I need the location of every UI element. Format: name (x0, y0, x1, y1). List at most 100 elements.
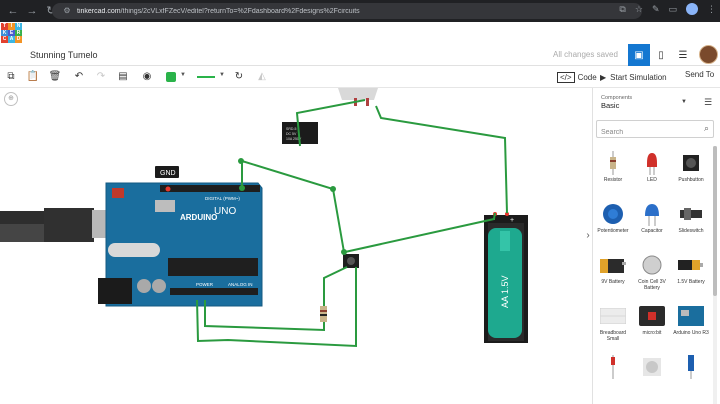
gnd-pin-highlight[interactable] (165, 186, 171, 192)
component-pushbutton[interactable]: Pushbutton (672, 148, 710, 196)
component-label: Slideswitch (678, 228, 704, 234)
resistor-icon (600, 150, 626, 176)
wire[interactable] (344, 212, 496, 253)
address-bar[interactable]: ⚙ tinkercad.com/things/2cVLxfFZecV/edite… (52, 3, 642, 19)
browser-actions: ⧉ ☆ ✎ ▭ ⋮ (619, 3, 716, 15)
component-partial[interactable] (672, 352, 710, 400)
play-icon: ▶ (600, 72, 607, 82)
component-part-icon (639, 354, 665, 380)
list-view-icon[interactable]: ☰ (704, 97, 713, 107)
component-coin-cell[interactable]: Coin Cell 3V Battery (633, 250, 671, 298)
components-dropdown[interactable]: Basic (601, 101, 620, 110)
wire[interactable] (241, 159, 345, 253)
top-component[interactable] (338, 88, 378, 100)
copy-icon[interactable]: ⧉ (7, 71, 15, 82)
circuit-drawing[interactable]: ARDUINO UNO DIGITAL (PWM~) POWER ANALOG … (0, 88, 592, 404)
circuit-view-icon: ▣ (634, 49, 644, 61)
component-led[interactable]: LED (633, 148, 671, 196)
search-icon[interactable]: ⌕ (703, 123, 709, 133)
component-breadboard[interactable]: Breadboard Small (594, 301, 632, 349)
relay[interactable] (282, 122, 318, 144)
visibility-icon[interactable]: ◉ (142, 71, 152, 82)
kebab-menu-icon[interactable]: ⋮ (707, 3, 716, 14)
wire[interactable] (323, 266, 348, 306)
chevron-down-icon[interactable]: ▼ (681, 99, 687, 105)
aa-battery-icon (678, 252, 704, 278)
component-label: Coin Cell 3V Battery (638, 279, 666, 291)
circuit-view-button[interactable]: ▣ (628, 44, 650, 66)
redo-icon[interactable]: ↷ (96, 71, 106, 82)
paste-icon[interactable]: 📋 (26, 71, 40, 82)
extension-icon[interactable]: ✎ (651, 3, 660, 14)
delete-icon[interactable]: 🗑 (48, 71, 62, 82)
reset-button[interactable] (112, 188, 124, 198)
project-title[interactable]: Stunning Tumelo (30, 50, 98, 60)
component-slideswitch[interactable]: Slideswitch (672, 199, 710, 247)
search-field[interactable]: ⌕ (596, 120, 714, 141)
component-label: Breadboard Small (599, 330, 627, 342)
reload-icon[interactable]: ↻ (46, 5, 56, 17)
component-label: 1.5V Battery (677, 279, 705, 285)
chevron-down-icon[interactable]: ▼ (219, 72, 225, 78)
component-resistor[interactable]: Resistor (594, 148, 632, 196)
back-arrow-icon[interactable]: ← (7, 5, 19, 17)
user-avatar[interactable] (699, 45, 718, 64)
start-simulation-button[interactable]: ▶ Start Simulation (600, 70, 667, 84)
wire[interactable] (196, 267, 357, 348)
zoom-fit-icon[interactable]: ⊕ (4, 92, 18, 106)
bookmark-star-icon[interactable]: ☆ (634, 3, 643, 14)
cast-icon[interactable]: ⧉ (619, 3, 626, 14)
note-icon[interactable]: ▤ (118, 71, 128, 82)
power-analog-header (170, 288, 258, 295)
search-input[interactable] (597, 124, 693, 141)
arduino-uno-board[interactable]: ARDUINO UNO DIGITAL (PWM~) POWER ANALOG … (98, 182, 263, 307)
component-label: Arduino Uno R3 (673, 330, 709, 336)
send-to-button[interactable]: Send To (685, 70, 715, 79)
flip-icon[interactable]: ◭ (258, 71, 266, 82)
battery-minus-label: − (491, 217, 495, 224)
wire[interactable] (295, 99, 366, 147)
editor-toolbar (0, 66, 720, 88)
scrollbar-thumb[interactable] (713, 146, 717, 296)
slideswitch-icon (678, 201, 704, 227)
logo-cell: N (15, 23, 22, 30)
url-path: /things/2cVLxfFZecV/editel?returnTo=%2Fd… (120, 7, 360, 15)
rotate-icon[interactable]: ↻ (234, 71, 244, 82)
coin-cell-icon (639, 252, 665, 278)
sidebar-icon[interactable]: ▭ (668, 3, 677, 14)
schematic-view-button[interactable]: ▯ (650, 44, 672, 66)
breadboard-icon (600, 303, 626, 329)
component-partial[interactable] (633, 352, 671, 400)
save-status: All changes saved (553, 50, 618, 59)
circuit-canvas[interactable]: ⊕ ARDUINO UNO DIGITAL (0, 88, 592, 404)
component-microbit[interactable]: micro:bit (633, 301, 671, 349)
digital-label: DIGITAL (PWM~) (205, 196, 240, 201)
usb-plug-body (44, 208, 94, 242)
wires[interactable] (196, 99, 508, 348)
power-label: POWER (196, 282, 214, 287)
component-aa-battery[interactable]: 1.5V Battery (672, 250, 710, 298)
tinkercad-logo[interactable]: T I N K E R C A D (1, 23, 22, 43)
code-button[interactable]: </> Code (557, 70, 597, 84)
site-info-icon[interactable]: ⚙ (63, 6, 71, 15)
forward-arrow-icon[interactable]: → (26, 5, 38, 17)
arduino-icon (678, 303, 704, 329)
component-potentiometer[interactable]: Potentiometer (594, 199, 632, 247)
wire[interactable] (375, 105, 508, 214)
undo-icon[interactable]: ↶ (74, 71, 84, 82)
browser-profile-avatar[interactable] (686, 3, 698, 15)
component-list-button[interactable]: ☰ (672, 44, 694, 66)
url-host: tinkercad.com (77, 7, 121, 15)
chevron-right-icon[interactable]: › (586, 230, 590, 241)
logo-cell: E (8, 29, 15, 37)
relay-label-line: SRD-5 (286, 127, 297, 131)
wire-type-swatch[interactable] (197, 76, 215, 78)
wire[interactable] (204, 300, 325, 332)
aa-battery[interactable]: AA 1.5V − + (484, 212, 528, 343)
component-partial[interactable] (594, 352, 632, 400)
component-9v-battery[interactable]: 9V Battery (594, 250, 632, 298)
component-capacitor[interactable]: Capacitor (633, 199, 671, 247)
wire-color-swatch[interactable] (166, 72, 176, 82)
chevron-down-icon[interactable]: ▼ (180, 72, 186, 78)
component-arduino-uno[interactable]: Arduino Uno R3 (672, 301, 710, 349)
